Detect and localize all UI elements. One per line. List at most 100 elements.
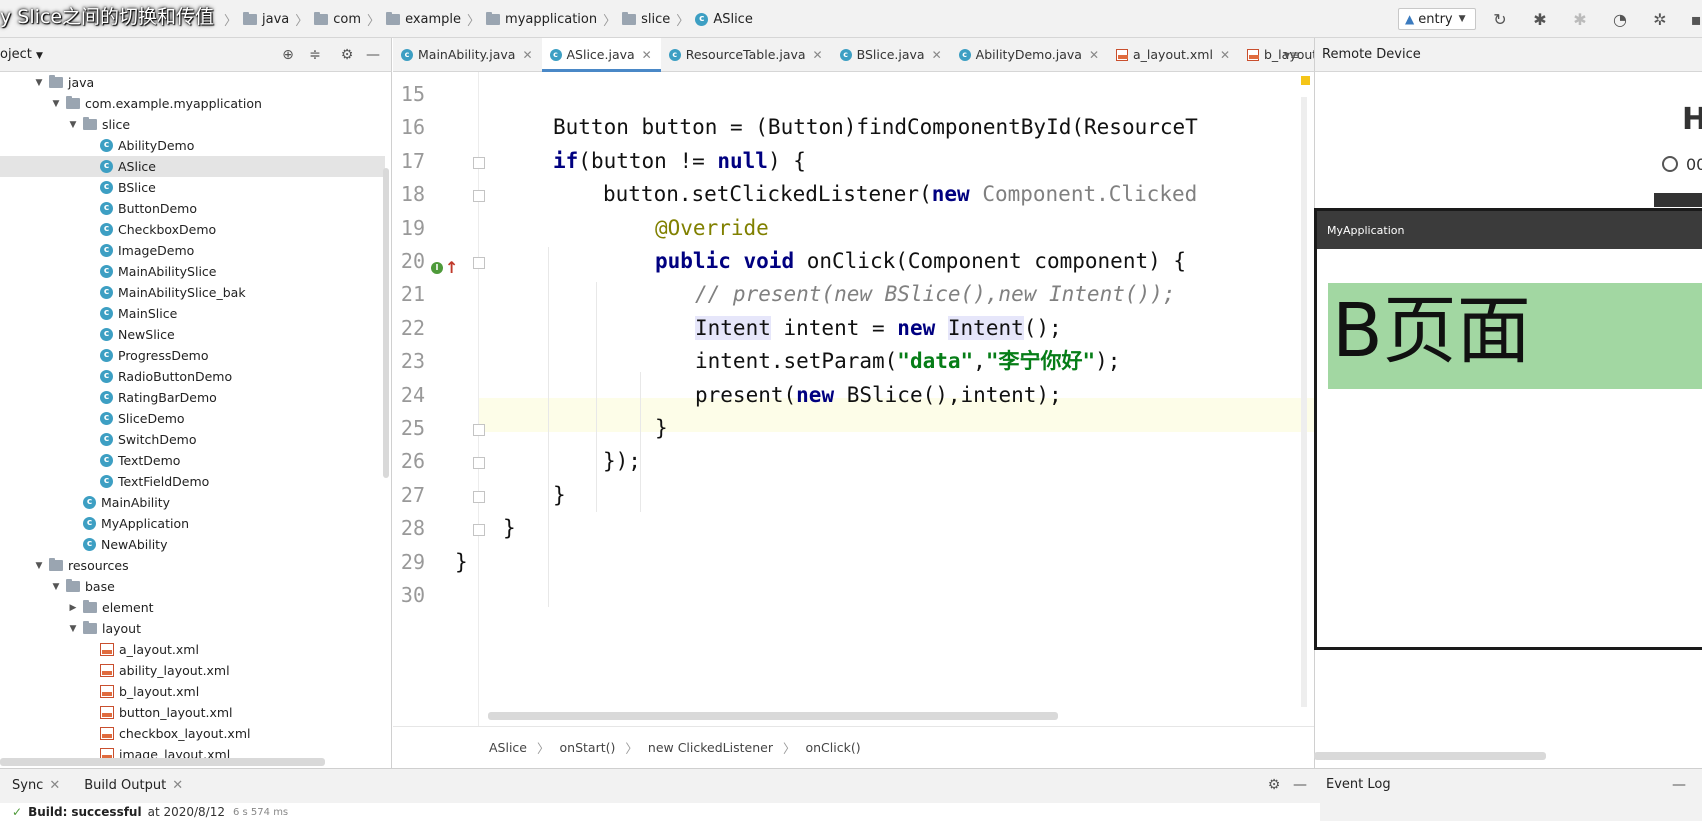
- hide-panel-icon[interactable]: —: [1293, 777, 1307, 793]
- tree-item[interactable]: ability_layout.xml: [0, 660, 385, 681]
- gear-icon[interactable]: ⚙: [340, 47, 354, 63]
- close-tab-icon[interactable]: ✕: [812, 47, 823, 62]
- close-tab-icon[interactable]: ✕: [522, 47, 533, 62]
- hide-panel-icon[interactable]: —: [366, 47, 380, 63]
- project-view-select[interactable]: oject ▼: [0, 47, 43, 62]
- overflow-icon[interactable]: ▪: [1690, 9, 1702, 29]
- settings-bug-icon[interactable]: ✲: [1653, 9, 1667, 29]
- fold-marker-icon[interactable]: [473, 424, 485, 436]
- chevron-down-icon[interactable]: ▼: [69, 119, 77, 130]
- breadcrumb-item-myapplication[interactable]: myapplication: [486, 11, 597, 27]
- profiler-icon[interactable]: ◔: [1613, 9, 1627, 29]
- tree-item[interactable]: ▼layout: [0, 618, 385, 639]
- project-tree-scrollbar[interactable]: [383, 168, 389, 478]
- warning-indicator-icon[interactable]: [1301, 76, 1310, 85]
- chevron-down-icon[interactable]: ▼: [35, 560, 43, 571]
- breadcrumb-item-example[interactable]: example: [386, 11, 461, 27]
- chevron-down-icon[interactable]: ▼: [52, 98, 60, 109]
- debug-icon[interactable]: ✱: [1533, 9, 1547, 29]
- fold-marker-icon[interactable]: [473, 156, 485, 169]
- run-configuration-select[interactable]: ▲ entry ▼: [1398, 8, 1476, 30]
- chevron-down-icon[interactable]: ▼: [35, 77, 43, 88]
- device-screen[interactable]: [1314, 208, 1702, 650]
- breadcrumb-item-com[interactable]: com: [314, 11, 361, 27]
- editor-vertical-scrollbar[interactable]: [1301, 97, 1307, 707]
- chevron-down-icon[interactable]: ▼: [52, 581, 60, 592]
- go-to-super-arrow-icon[interactable]: ↑: [445, 258, 459, 277]
- close-tab-icon[interactable]: ✕: [1088, 47, 1099, 62]
- breadcrumb-item-java[interactable]: java: [243, 11, 289, 27]
- close-icon[interactable]: ✕: [172, 777, 184, 793]
- editor-horizontal-scrollbar[interactable]: [488, 712, 1058, 720]
- tree-item[interactable]: ▼slice: [0, 114, 385, 135]
- fold-marker-icon[interactable]: [473, 457, 485, 470]
- editor-breadcrumb-item[interactable]: onStart(): [559, 740, 616, 755]
- tree-item[interactable]: ▼base: [0, 576, 385, 597]
- gear-icon[interactable]: ⚙: [1267, 777, 1281, 793]
- tree-item[interactable]: button_layout.xml: [0, 702, 385, 723]
- hide-panel-icon[interactable]: —: [1672, 777, 1686, 793]
- tree-item[interactable]: b_layout.xml: [0, 681, 385, 702]
- remote-device-scrollbar[interactable]: [1314, 752, 1546, 760]
- sync-icon[interactable]: ↻: [1493, 9, 1507, 29]
- tree-item[interactable]: ▼java: [0, 72, 385, 93]
- fold-marker-icon[interactable]: [473, 190, 485, 203]
- project-tree-horizontal-scrollbar[interactable]: [0, 758, 325, 766]
- tree-item[interactable]: ▼com.example.myapplication: [0, 93, 385, 114]
- editor-breadcrumb-item[interactable]: ASlice: [489, 740, 527, 755]
- close-tab-icon[interactable]: ✕: [931, 47, 942, 62]
- collapse-all-icon[interactable]: ≑: [309, 47, 321, 63]
- event-log-tab[interactable]: Event Log: [1326, 777, 1391, 792]
- close-tab-icon[interactable]: ✕: [641, 47, 652, 62]
- tree-item[interactable]: ▶element: [0, 597, 385, 618]
- chevron-down-icon[interactable]: ▼: [69, 623, 77, 634]
- editor-tab[interactable]: a_layout.xml✕: [1108, 38, 1239, 71]
- editor-breadcrumb-item[interactable]: onClick(): [805, 740, 861, 755]
- tab-overflow-icon[interactable]: ▾≡: [1284, 48, 1301, 62]
- tab-build-output[interactable]: Build Output✕: [84, 777, 184, 793]
- tab-sync[interactable]: Sync✕: [12, 777, 61, 793]
- tree-item[interactable]: checkbox_layout.xml: [0, 723, 385, 744]
- fold-marker-icon[interactable]: [473, 490, 485, 503]
- breadcrumb-item-slice[interactable]: slice: [622, 11, 670, 27]
- chevron-right-icon[interactable]: ▶: [69, 602, 77, 613]
- fold-marker-icon[interactable]: [473, 524, 485, 537]
- tree-item[interactable]: ▼resources: [0, 555, 385, 576]
- editor-breadcrumb-item[interactable]: new ClickedListener: [647, 740, 773, 755]
- fold-marker-icon[interactable]: [473, 257, 485, 269]
- attach-debugger-icon[interactable]: ✱: [1573, 9, 1587, 29]
- build-status-row[interactable]: ✓ Build: successful at 2020/8/12 6 s 574…: [0, 803, 1320, 821]
- locate-icon[interactable]: ⊕: [282, 47, 294, 63]
- tree-item[interactable]: a_layout.xml: [0, 639, 385, 660]
- close-tab-icon[interactable]: ✕: [1219, 47, 1230, 62]
- close-icon[interactable]: ✕: [49, 777, 61, 793]
- override-marker-icon[interactable]: I: [431, 262, 443, 274]
